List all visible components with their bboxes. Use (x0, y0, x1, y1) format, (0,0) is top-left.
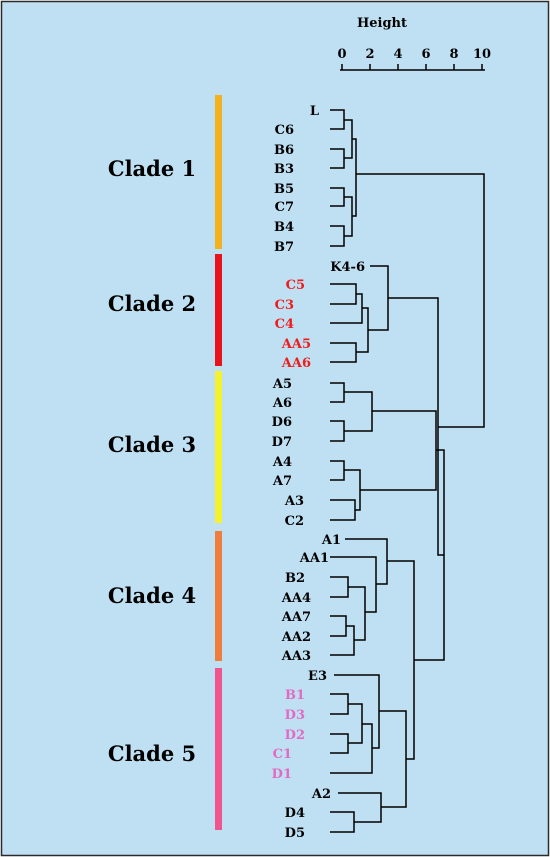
clade-group: Clade 1 Clade 2 Clade 3 Clade 4 Clade 5 (108, 95, 222, 830)
clade-bar (215, 95, 222, 249)
leaf-label: B4 (274, 220, 294, 235)
leaf-labels: L C6B6B3B5C7B4B7K4-6C5C3C4AA5AA6A5A6D6D7A… (272, 104, 365, 841)
leaf-label: A2 (311, 787, 331, 802)
scale-tick-label: 2 (365, 47, 374, 62)
clade-label: Clade 3 (108, 432, 196, 457)
leaf-label: AA6 (281, 356, 311, 371)
leaf-label: L (310, 104, 319, 119)
leaf-label: B1 (285, 688, 305, 703)
leaf-label: A1 (321, 533, 341, 548)
leaf-label: C4 (275, 317, 294, 332)
leaf-label: C6 (275, 123, 294, 138)
clade-label: Clade 5 (108, 741, 196, 766)
leaf-label: D5 (285, 826, 305, 841)
leaf-label: B2 (285, 571, 305, 586)
scale-tick-label: 6 (421, 47, 430, 62)
leaf-label: A4 (272, 455, 292, 470)
leaf-label: AA3 (281, 649, 311, 664)
clade-label: Clade 1 (108, 156, 196, 181)
leaf-label: D3 (285, 708, 305, 723)
leaf-label: B6 (274, 143, 294, 158)
leaf-label: C3 (275, 298, 294, 313)
clade-label: Clade 2 (108, 291, 196, 316)
leaf-label: A3 (284, 494, 304, 509)
leaf-label: AA5 (281, 337, 311, 352)
leaf-label: C7 (275, 200, 294, 215)
clade-bar (215, 668, 222, 830)
leaf-label: C2 (285, 514, 304, 529)
tree-branch (352, 138, 357, 217)
leaf-label: A7 (272, 474, 292, 489)
scale-tick-label: 0 (337, 47, 346, 62)
clade-bar (215, 254, 222, 366)
leaf-label: AA2 (281, 630, 311, 645)
dendrogram-tree (330, 109, 485, 833)
tree-branch (356, 173, 485, 428)
leaf-label: D4 (285, 806, 305, 821)
leaf-label: B7 (274, 240, 294, 255)
height-scale: Height 0 2 4 6 8 10 (337, 16, 491, 71)
leaf-label: AA7 (281, 610, 311, 625)
tree-branch (348, 586, 366, 641)
scale-tick-label: 4 (393, 47, 402, 62)
scale-tick-label: 10 (473, 47, 491, 62)
leaf-label: K4-6 (330, 260, 365, 275)
clade-label: Clade 4 (108, 583, 196, 608)
leaf-label: E3 (308, 669, 327, 684)
leaf-label: AA4 (281, 591, 311, 606)
leaf-label: C5 (286, 278, 305, 293)
leaf-label: D6 (272, 415, 292, 430)
leaf-label: D1 (272, 767, 292, 782)
leaf-label: A5 (272, 377, 292, 392)
clade-bar (215, 531, 222, 661)
leaf-label: A6 (272, 396, 292, 411)
leaf-label: AA1 (299, 551, 329, 566)
leaf-label: D2 (285, 728, 305, 743)
leaf-label: D7 (272, 435, 292, 450)
scale-tick-label: 8 (449, 47, 458, 62)
clade-bar (215, 371, 222, 523)
leaf-label: B3 (274, 162, 294, 177)
leaf-label: C1 (273, 747, 292, 762)
scale-title: Height (357, 16, 407, 31)
leaf-label: B5 (274, 182, 294, 197)
